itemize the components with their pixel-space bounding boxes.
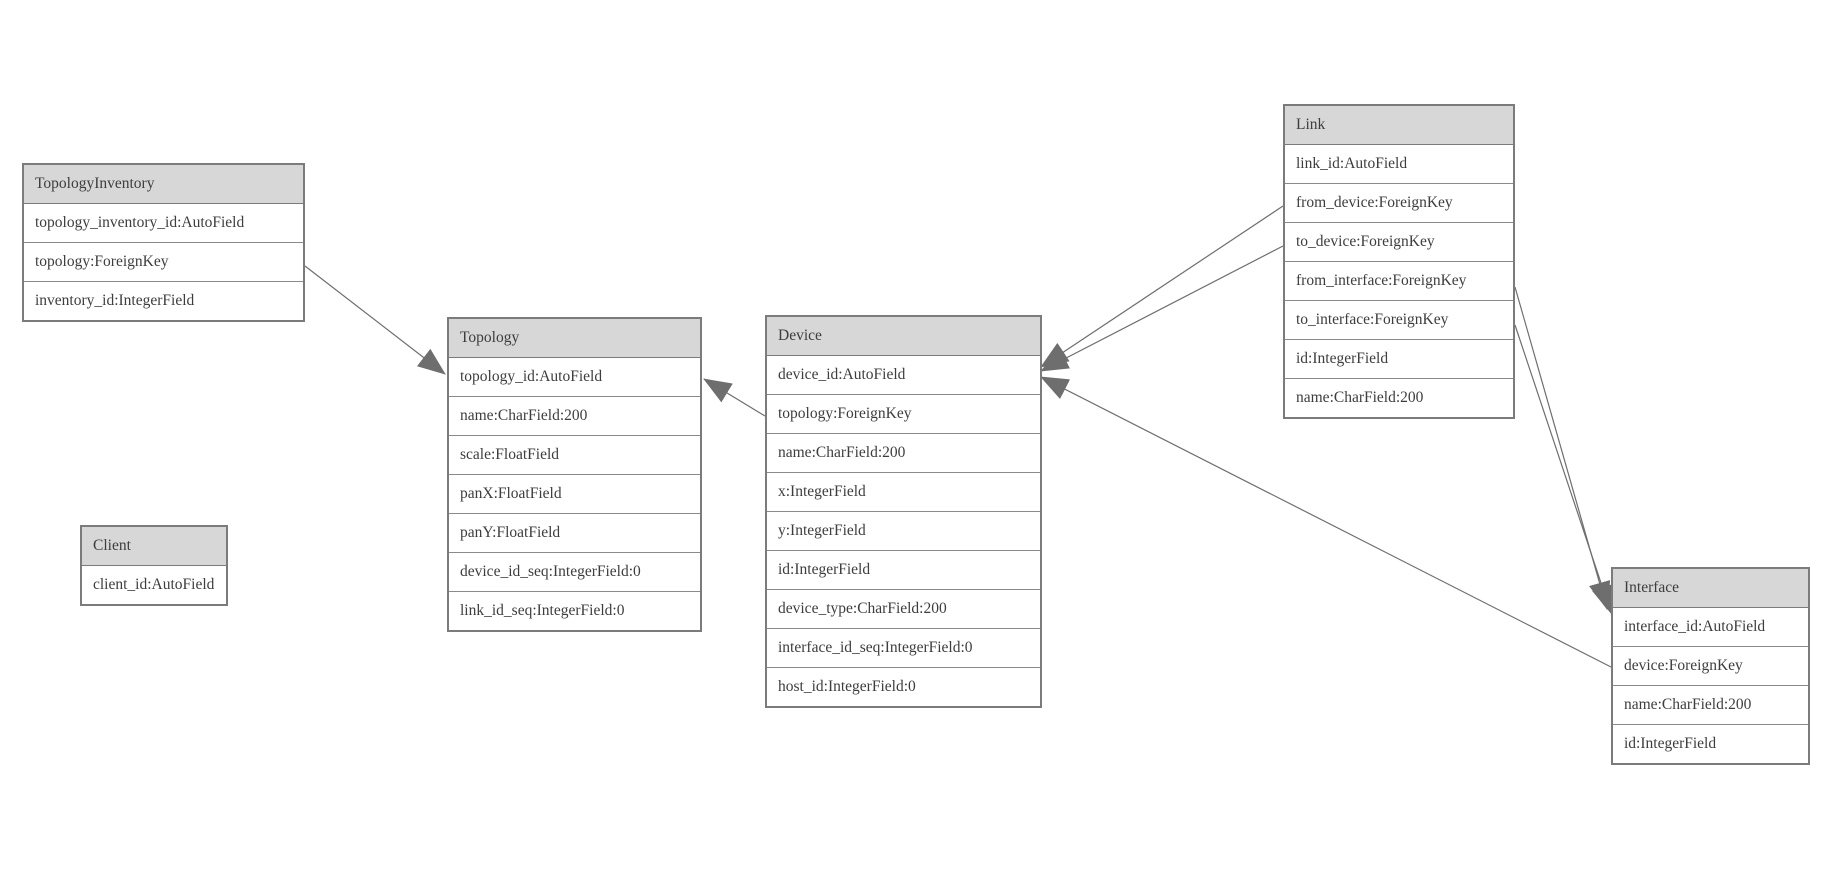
entity-field-row: from_interface:ForeignKey [1285,262,1513,301]
entity-field-row: topology:ForeignKey [767,395,1040,434]
entity-field-row: to_interface:ForeignKey [1285,301,1513,340]
entity-field-row: inventory_id:IntegerField [24,282,303,320]
entity-field-row: interface_id:AutoField [1613,608,1808,647]
relation-link-to_device-device [1040,245,1284,372]
entity-field-row: client_id:AutoField [82,566,226,604]
relation-interface-device [1040,376,1612,668]
entity-field-row: host_id:IntegerField:0 [767,668,1040,706]
entity-field-row: y:IntegerField [767,512,1040,551]
entity-field-row: device_id_seq:IntegerField:0 [449,553,700,592]
entity-field-row: topology:ForeignKey [24,243,303,282]
entity-field-row: name:CharField:200 [1285,379,1513,417]
relation-topologyinventory-topology [304,265,446,375]
entity-field-row: from_device:ForeignKey [1285,184,1513,223]
entity-field-row: name:CharField:200 [449,397,700,436]
entity-field-row: topology_inventory_id:AutoField [24,204,303,243]
entity-title-client: Client [82,527,226,566]
entity-field-row: panX:FloatField [449,475,700,514]
entity-field-row: id:IntegerField [1613,725,1808,763]
relation-link-from_device-device [1040,205,1284,368]
entity-field-row: to_device:ForeignKey [1285,223,1513,262]
entity-field-row: id:IntegerField [767,551,1040,590]
entity-field-row: x:IntegerField [767,473,1040,512]
entity-field-row: name:CharField:200 [1613,686,1808,725]
entity-field-row: scale:FloatField [449,436,700,475]
entity-field-row: device_type:CharField:200 [767,590,1040,629]
entity-title-interface: Interface [1613,569,1808,608]
entity-title-link: Link [1285,106,1513,145]
entity-field-row: name:CharField:200 [767,434,1040,473]
relation-link-to_interface-interface [1514,324,1613,614]
entity-field-row: id:IntegerField [1285,340,1513,379]
entity-title-device: Device [767,317,1040,356]
entity-field-row: interface_id_seq:IntegerField:0 [767,629,1040,668]
entity-field-row: link_id:AutoField [1285,145,1513,184]
entity-field-row: link_id_seq:IntegerField:0 [449,592,700,630]
entity-field-row: panY:FloatField [449,514,700,553]
entity-field-row: topology_id:AutoField [449,358,700,397]
entity-title-topology-inventory: TopologyInventory [24,165,303,204]
entity-title-topology: Topology [449,319,700,358]
relation-device-topology [703,378,766,417]
entity-field-row: device_id:AutoField [767,356,1040,395]
entity-field-row: device:ForeignKey [1613,647,1808,686]
